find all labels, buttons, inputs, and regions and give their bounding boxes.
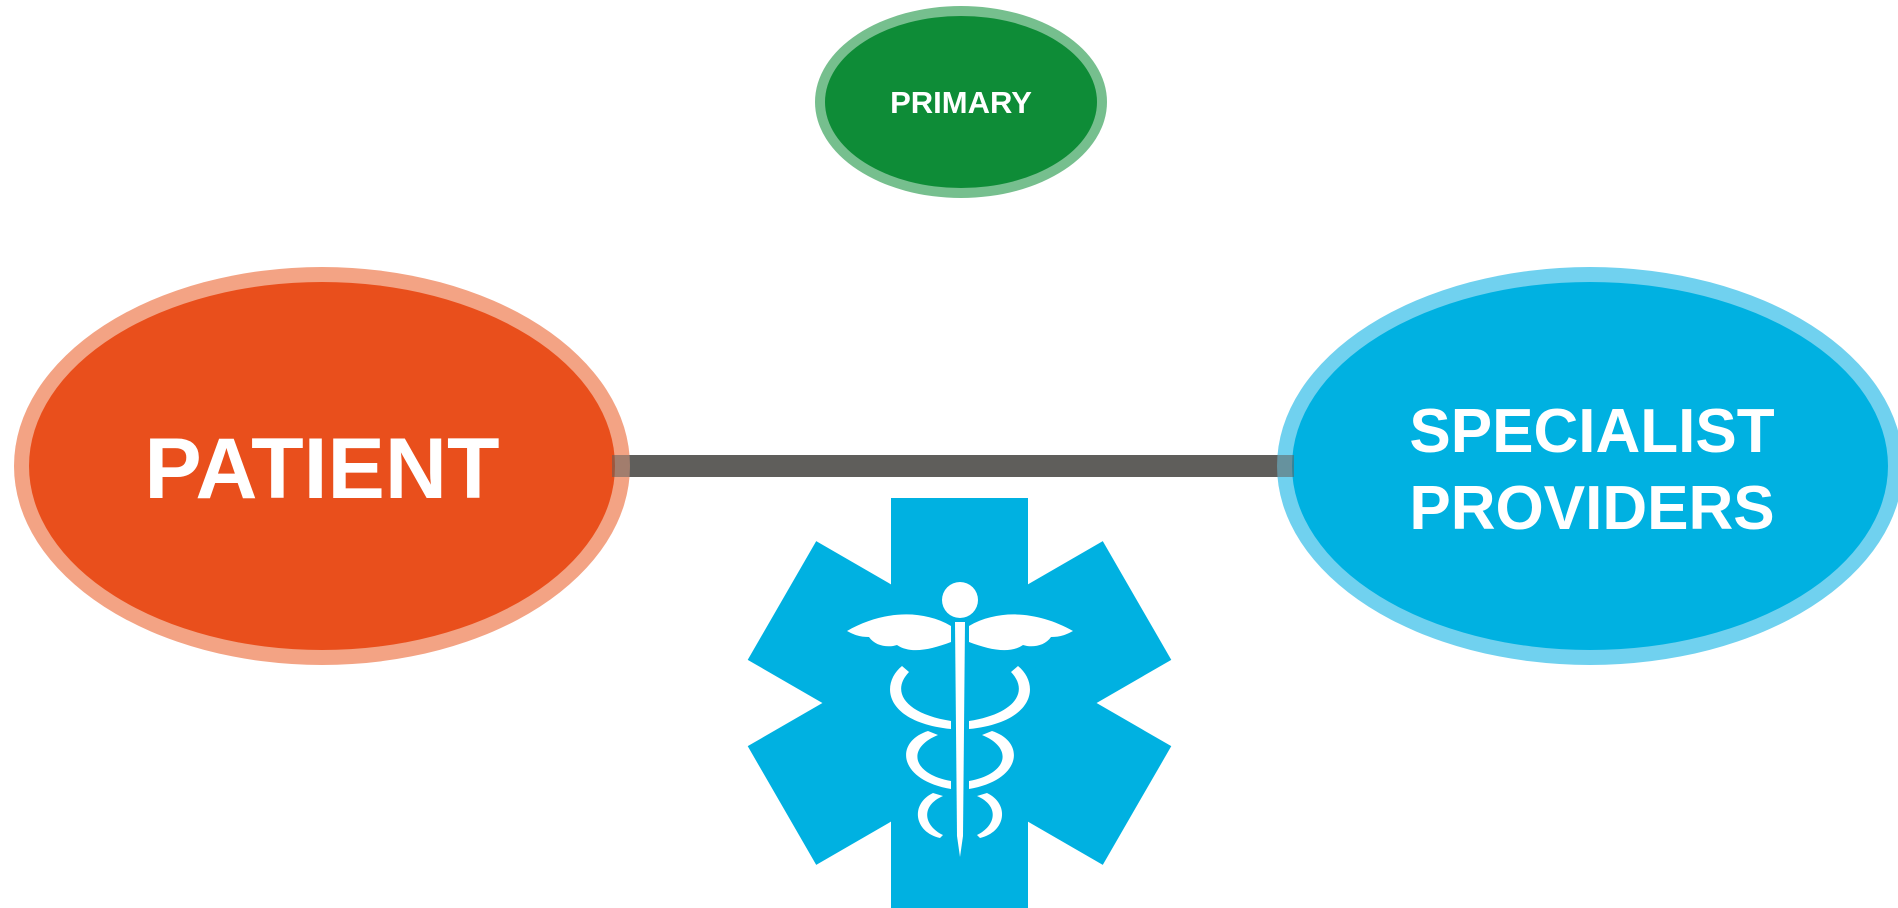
patient-specialist-connector <box>612 455 1294 477</box>
primary-node: PRIMARY <box>815 6 1107 198</box>
patient-node-body <box>29 282 615 650</box>
specialist-node-body <box>1292 282 1888 650</box>
patient-node: PATIENT <box>14 267 630 665</box>
connector-overlap-right <box>1276 455 1294 477</box>
specialist-node-label-line-2: PROVIDERS <box>1409 474 1774 543</box>
patient-node-label: PATIENT <box>144 421 499 517</box>
primary-node-body <box>825 16 1097 188</box>
primary-node-label: PRIMARY <box>890 85 1032 120</box>
connector-overlap-left <box>612 455 630 477</box>
specialist-providers-node: SPECIALIST PROVIDERS <box>1277 267 1898 665</box>
star-of-life-caduceus-icon <box>747 498 1172 908</box>
specialist-node-label-line-1: SPECIALIST <box>1409 397 1774 466</box>
